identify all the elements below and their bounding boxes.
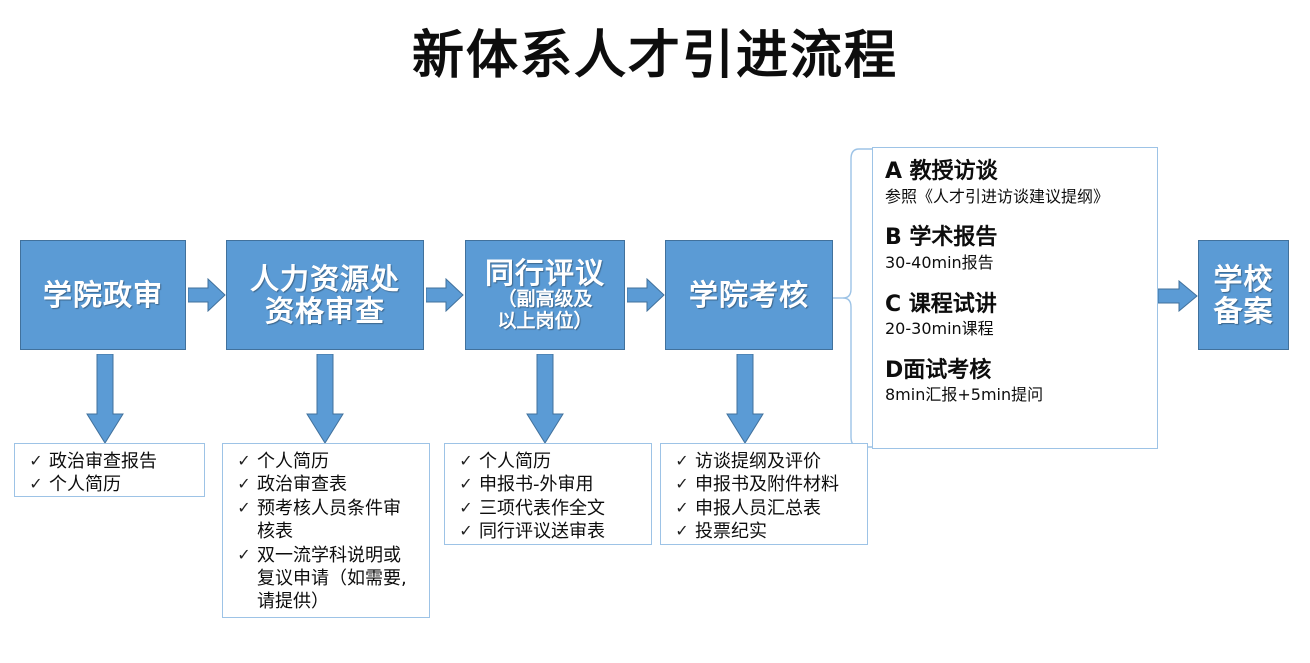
process-box-label-line2: 资格审查 [264,294,385,328]
process-box-peer-review[interactable]: 同行评议 （副高级及 以上岗位） [465,240,625,350]
check-icon: ✓ [237,497,251,517]
checklist-item-label: 政治审查表 [257,474,347,496]
checklist-item-label: 申报书-外审用 [479,474,594,496]
process-box-label: 人力资源处 [249,261,400,296]
checklist-item: ✓ 个人简历 [231,450,421,473]
brace-assessment-panel [833,147,875,449]
checklist-item-label: 个人简历 [479,451,551,472]
checklist-hr-qualification: ✓ 个人简历 ✓ 政治审查表 ✓ 预考核人员条件审 核表 ✓ 双一流学科说明或 … [222,443,430,618]
checklist-item-label: 个人简历 [257,451,329,472]
process-box-college-assessment[interactable]: 学院考核 [665,240,833,350]
check-icon: ✓ [237,474,251,494]
checklist-item: ✓ 三项代表作全文 [453,497,643,520]
arrow-right-step2-step3 [426,278,464,312]
process-box-label: 学院政审 [42,277,163,312]
arrow-down-step3 [526,354,564,444]
checklist-college-political-review: ✓ 政治审查报告 ✓ 个人简历 [14,443,205,497]
checklist-item: ✓ 双一流学科说明或 [231,544,421,567]
checklist-item: ✓ 投票纪实 [669,520,859,543]
assessment-item-c: C 课程试讲 20-30min课程 [885,291,1145,340]
checklist-item: ✓ 个人简历 [23,473,196,496]
checklist-item-label: 政治审查报告 [49,451,157,472]
checklist-item: ✓ 政治审查报告 [23,450,196,473]
checklist-item-continuation: 请提供） [257,591,329,613]
assessment-item-a: A 教授访谈 参照《人才引进访谈建议提纲》 [885,158,1145,207]
arrow-down-step4 [726,354,764,444]
assessment-item-desc: 30-40min报告 [885,252,994,272]
check-icon: ✓ [675,474,689,494]
assessment-item-heading: C 课程试讲 [885,291,997,317]
arrow-right-panel-school-filing [1158,280,1198,312]
checklist-item: ✓ 申报书-外审用 [453,473,643,496]
checklist-item-label: 双一流学科说明或 [257,544,401,566]
checklist-item: ✓ 预考核人员条件审 [231,497,421,520]
process-box-label: 学院考核 [688,277,809,312]
checklist-item-label: 申报书及附件材料 [695,474,839,496]
assessment-item-heading: A 教授访谈 [885,159,998,184]
assessment-item-heading: D面试考核 [885,357,992,383]
process-box-label: 学校 [1213,261,1274,296]
process-box-label-line2: 备案 [1213,294,1274,328]
checklist-item-label: 预考核人员条件审 [257,497,401,519]
assessment-item-d: D面试考核 8min汇报+5min提问 [885,357,1145,406]
checklist-college-assessment: ✓ 访谈提纲及评价 ✓ 申报书及附件材料 ✓ 申报人员汇总表 ✓ 投票纪实 [660,443,868,545]
assessment-item-desc: 8min汇报+5min提问 [885,385,1044,405]
check-icon: ✓ [29,451,43,470]
check-icon: ✓ [675,497,689,517]
page-title: 新体系人才引进流程 [411,26,898,86]
checklist-item: ✓ 个人简历 [453,450,643,473]
checklist-item-label: 三项代表作全文 [479,497,605,519]
process-box-label: 同行评议 [484,255,605,290]
check-icon: ✓ [459,497,473,517]
checklist-item-label: 个人简历 [49,474,121,496]
arrow-right-step3-step4 [627,278,665,312]
process-box-sub-line2: 以上岗位） [497,310,593,333]
check-icon: ✓ [459,521,473,541]
checklist-item-continuation: 复议申请（如需要, [257,567,407,589]
check-icon: ✓ [675,451,689,470]
assessment-item-b: B 学术报告 30-40min报告 [885,224,1145,273]
checklist-item-label: 同行评议送审表 [479,521,605,543]
check-icon: ✓ [675,521,689,541]
checklist-item-label: 访谈提纲及评价 [695,451,821,472]
assessment-item-heading: B 学术报告 [885,225,998,251]
arrow-down-step1 [86,354,124,444]
checklist-item: ✓ 申报人员汇总表 [669,497,859,520]
checklist-peer-review: ✓ 个人简历 ✓ 申报书-外审用 ✓ 三项代表作全文 ✓ 同行评议送审表 [444,443,652,545]
assessment-item-desc: 参照《人才引进访谈建议提纲》 [885,186,1110,206]
check-icon: ✓ [237,544,251,564]
checklist-item: ✓ 申报书及附件材料 [669,473,859,496]
check-icon: ✓ [459,451,473,470]
arrow-right-step1-step2 [188,278,226,312]
check-icon: ✓ [29,474,43,494]
checklist-item-label: 申报人员汇总表 [695,497,821,519]
process-box-hr-qualification[interactable]: 人力资源处 资格审查 [226,240,424,350]
arrow-down-step2 [306,354,344,444]
check-icon: ✓ [237,451,251,470]
process-box-sub-line1: （副高级及 [497,288,593,311]
process-box-school-filing[interactable]: 学校 备案 [1198,240,1289,350]
checklist-item-label: 投票纪实 [695,521,767,543]
assessment-item-desc: 20-30min课程 [885,319,994,339]
checklist-item: ✓ 同行评议送审表 [453,520,643,543]
checklist-item: ✓ 政治审查表 [231,473,421,496]
assessment-detail-panel: A 教授访谈 参照《人才引进访谈建议提纲》 B 学术报告 30-40min报告 … [872,147,1158,449]
checklist-item-continuation: 核表 [257,521,293,543]
checklist-item: ✓ 访谈提纲及评价 [669,450,859,473]
process-box-college-political-review[interactable]: 学院政审 [20,240,186,350]
check-icon: ✓ [459,474,473,494]
